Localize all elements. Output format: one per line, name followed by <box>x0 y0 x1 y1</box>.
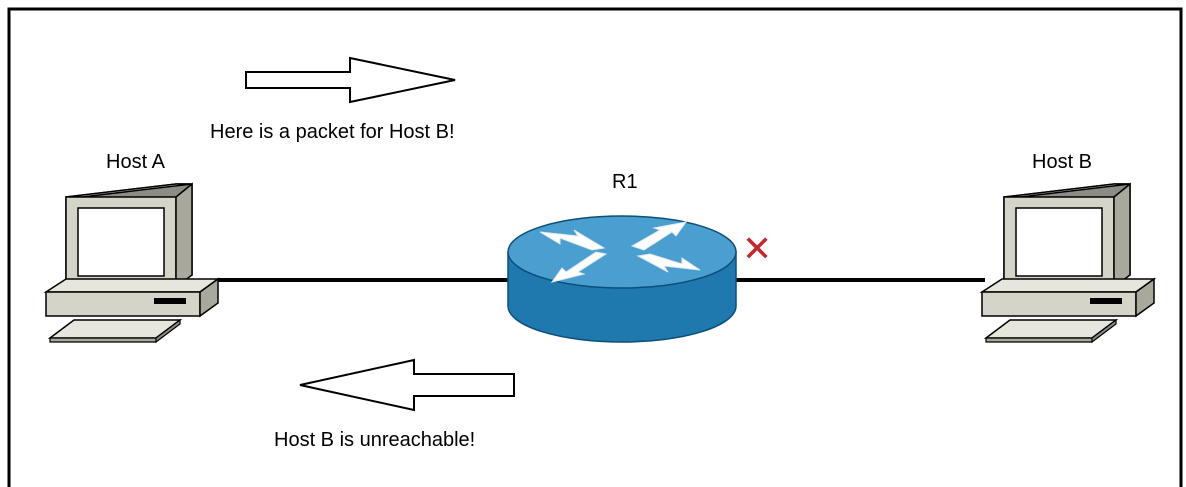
router-r1-label: R1 <box>612 171 638 193</box>
host-a-computer-icon <box>43 182 221 344</box>
host-a-label: Host A <box>106 151 165 173</box>
reply-message-label: Host B is unreachable! <box>274 429 476 451</box>
router-r1-icon <box>507 215 737 343</box>
host-b-label: Host B <box>1032 151 1093 173</box>
host-b-computer-icon <box>979 182 1157 344</box>
outbound-arrow-icon <box>245 56 456 104</box>
reply-arrow-icon <box>299 358 515 412</box>
outbound-message-label: Here is a packet for Host B! <box>210 121 455 143</box>
link-failure-icon: ✕ <box>742 229 773 270</box>
